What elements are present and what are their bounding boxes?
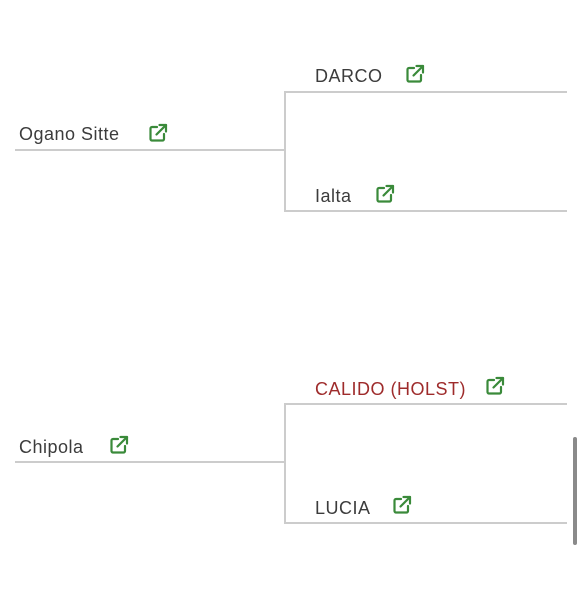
scrollbar[interactable] (573, 437, 577, 545)
child-name[interactable]: Ialta (315, 186, 352, 206)
child-name[interactable]: DARCO (315, 66, 383, 86)
child-connector-line (284, 522, 567, 524)
external-link-icon[interactable] (148, 123, 168, 143)
child-connector-line (284, 91, 567, 93)
external-link-icon[interactable] (375, 184, 395, 204)
child-connector-line (284, 403, 567, 405)
parent-name[interactable]: Chipola (19, 437, 84, 457)
parent-connector-line (15, 461, 285, 463)
bracket-line (284, 403, 286, 524)
external-link-icon[interactable] (392, 495, 412, 515)
child-connector-line (284, 210, 567, 212)
child-name[interactable]: CALIDO (HOLST) (315, 379, 467, 399)
child-name[interactable]: LUCIA (315, 498, 371, 518)
parent-name[interactable]: Ogano Sitte (19, 124, 120, 144)
external-link-icon[interactable] (405, 64, 425, 84)
external-link-icon[interactable] (109, 435, 129, 455)
external-link-icon[interactable] (485, 376, 505, 396)
bracket-line (284, 91, 286, 212)
parent-connector-line (15, 149, 285, 151)
